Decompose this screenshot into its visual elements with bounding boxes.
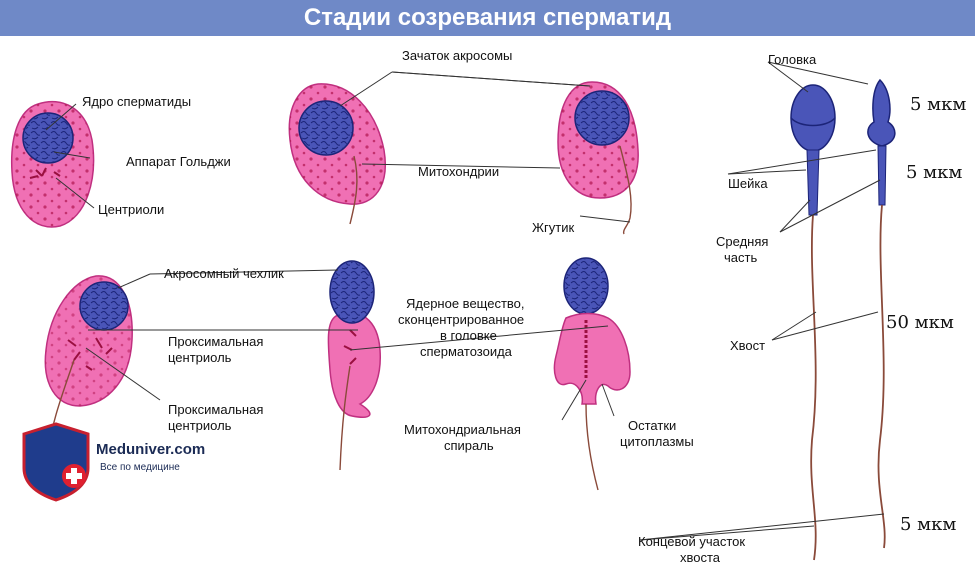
label-nuclear-matter-a: Ядерное вещество, (406, 296, 525, 311)
label-cyto-remnants-b: цитоплазмы (620, 434, 694, 449)
label-nucleus: Ядро сперматиды (82, 94, 191, 109)
sperm-front-view (790, 84, 836, 561)
spermatid-stage-3 (557, 81, 639, 235)
label-midpiece-b: часть (724, 250, 757, 265)
label-nuclear-matter-d: сперматозоида (420, 344, 513, 359)
label-proximal-centriole-1a: Проксимальная (168, 334, 263, 349)
label-nuclear-matter-b: сконцентрированное (398, 312, 524, 327)
shield-icon (22, 422, 90, 502)
label-acrosome-rudiment: Зачаток акросомы (402, 48, 512, 63)
logo-tagline: Все по медицине (100, 462, 180, 473)
label-cyto-remnants-a: Остатки (628, 418, 676, 433)
measure-head: 5 мкм (910, 94, 966, 115)
label-golgi: Аппарат Гольджи (126, 154, 231, 169)
label-end-piece-a: Концевой участок (638, 534, 745, 549)
label-nuclear-matter-c: в головке (440, 328, 497, 343)
label-proximal-centriole-1b: центриоль (168, 350, 232, 365)
label-midpiece-a: Средняя (716, 234, 768, 249)
spermatid-stage-2 (288, 83, 386, 225)
label-proximal-centriole-2a: Проксимальная (168, 402, 263, 417)
meduniver-logo[interactable]: Meduniver.com Все по медицине (22, 422, 205, 502)
spermatid-stage-1 (10, 100, 95, 228)
title-bar (0, 0, 975, 36)
label-head: Головка (768, 52, 817, 67)
spermatid-stage-4 (44, 275, 133, 461)
leader-lines (45, 61, 885, 541)
label-acrosomal-cap: Акросомный чехлик (164, 266, 284, 281)
measure-neck: 5 мкм (906, 162, 962, 183)
label-mito-spiral-b: спираль (444, 438, 494, 453)
label-tail: Хвост (730, 338, 765, 353)
measure-tail: 50 мкм (886, 312, 954, 333)
label-proximal-centriole-2b: центриоль (168, 418, 232, 433)
label-mito-spiral-a: Митохондриальная (404, 422, 521, 437)
label-centrioles: Центриоли (98, 202, 164, 217)
logo-name: Meduniver.com (96, 441, 205, 458)
spermatid-stage-5 (327, 260, 381, 471)
label-mitochondria: Митохондрии (418, 164, 499, 179)
label-neck: Шейка (728, 176, 768, 191)
spermatid-stage-6 (553, 257, 631, 491)
measure-end: 5 мкм (900, 514, 956, 535)
label-flagellum: Жгутик (532, 220, 574, 235)
label-end-piece-b: хвоста (680, 550, 721, 565)
page-title: Стадии созревания сперматид (303, 4, 672, 31)
labels: Ядро сперматиды Аппарат Гольджи Центриол… (82, 48, 966, 565)
